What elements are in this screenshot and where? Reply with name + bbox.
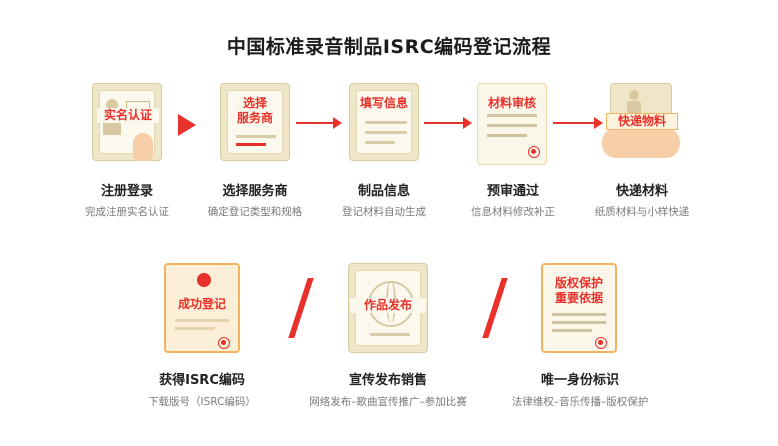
- step-info-name: 制品信息: [357, 184, 410, 199]
- step-provider-desc: 确定登记类型和规格: [207, 206, 303, 218]
- hand-icon: [133, 133, 153, 161]
- step-review-name: 预审通过: [486, 184, 539, 199]
- step-provider-icon-label: 选择 服务商: [236, 96, 273, 125]
- step-express-desc: 纸质材料与小样快递: [594, 206, 690, 218]
- seal-icon: [595, 337, 607, 349]
- certificate-icon: [164, 263, 240, 353]
- arrow-right-icon: [424, 117, 472, 129]
- seal-icon: [528, 146, 540, 158]
- step-review-desc: 信息材料修改补正: [471, 206, 555, 218]
- arrow-right-icon: [296, 117, 342, 129]
- step-publish-name: 宣传发布销售: [348, 373, 427, 388]
- separator-slash-icon: [482, 278, 508, 338]
- separator-slash-icon: [288, 278, 314, 338]
- step-publish-icon-label: 作品发布: [350, 298, 426, 313]
- step-certificate-name: 获得ISRC编码: [159, 373, 245, 388]
- step-certificate-icon-label: 成功登记: [177, 297, 226, 311]
- hands-icon: [602, 128, 680, 158]
- step-express-icon-label: 快递物料: [606, 113, 678, 130]
- page-title: 中国标准录音制品ISRC编码登记流程: [226, 36, 552, 58]
- step-register-name: 注册登录: [100, 184, 153, 199]
- step-identity-icon-label: 版权保护 重要依据: [554, 276, 603, 305]
- step-publish-desc: 网络发布–歌曲宣传推广–参加比赛: [309, 396, 467, 408]
- info-form-icon: [349, 83, 419, 161]
- step-identity-name: 唯一身份标识: [540, 373, 619, 388]
- step-provider-name: 选择服务商: [222, 184, 288, 199]
- seal-icon: [218, 337, 230, 349]
- emblem-icon: [197, 273, 211, 287]
- step-certificate-desc: 下载版号（ISRC编码）: [148, 396, 256, 408]
- step-info-desc: 登记材料自动生成: [342, 206, 426, 218]
- arrow-right-icon: [178, 114, 196, 136]
- step-identity-desc: 法律维权–音乐传播–版权保护: [511, 396, 649, 408]
- step-review-icon-label: 材料审核: [487, 96, 536, 110]
- arrow-right-icon: [553, 117, 603, 129]
- provider-form-icon: [220, 83, 290, 161]
- review-document-icon: [477, 83, 547, 165]
- step-register-desc: 完成注册实名认证: [85, 206, 169, 218]
- step-register-icon-label: 实名认证: [97, 108, 159, 123]
- step-express-name: 快递材料: [615, 184, 668, 199]
- copyright-document-icon: [541, 263, 617, 353]
- step-info-icon-label: 填写信息: [359, 96, 408, 110]
